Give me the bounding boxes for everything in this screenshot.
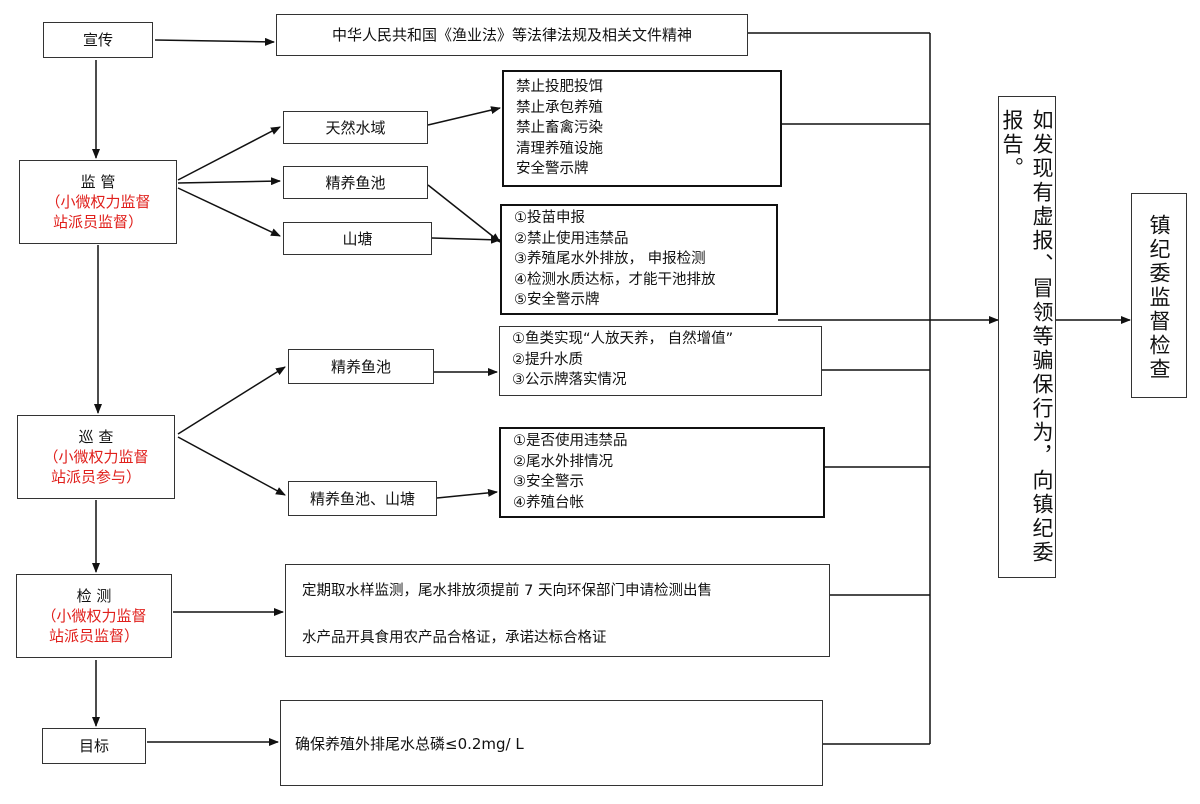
arrow-patrol-to-ponds	[177, 436, 286, 496]
arrow-publicity-to-law	[154, 37, 275, 46]
pond-rule-item: ⑤安全警示牌	[514, 292, 600, 308]
patrol-pond-items-box: ①是否使用违禁品 ②尾水外排情况 ③安全警示 ④养殖台帐	[499, 427, 825, 518]
arrow-supervision-to-mountain	[177, 187, 281, 237]
patrol-note-1: （小微权力监督	[43, 448, 149, 466]
patrol-title: 巡 查	[78, 428, 114, 446]
pond-rule-item: ②禁止使用违禁品	[514, 230, 629, 247]
goal-box: 目标	[42, 728, 146, 764]
arrow-supervision-to-finepond	[177, 177, 281, 186]
report-box: 如发现有虚报、冒领等骗保行为，向镇纪委报告。	[998, 96, 1056, 578]
fine-pond-box: 精养鱼池	[283, 166, 428, 199]
patrol-note-2: 站派员参与）	[50, 468, 141, 486]
natural-rule-item: 安全警示牌	[516, 161, 589, 177]
goal-label: 目标	[78, 737, 109, 755]
patrol-fine-item: ①鱼类实现“人放天养， 自然增值”	[512, 331, 734, 347]
patrol-pond-item: ④养殖台帐	[513, 494, 584, 511]
arrow-natural-to-rules	[427, 106, 501, 126]
goal-text-box: 确保养殖外排尾水总磷≤0.2mg/ L	[280, 700, 823, 786]
supervision-note-2: 站派员监督）	[52, 213, 143, 231]
supervision-note-1: （小微权力监督	[45, 193, 151, 211]
natural-rule-item: 禁止投肥投饵	[516, 79, 603, 95]
testing-title: 检 测	[76, 587, 112, 605]
testing-text-line-2: 水产品开具食用农产品合格证，承诺达标合格证	[302, 630, 607, 646]
testing-box: 检 测 （小微权力监督 站派员监督）	[16, 574, 172, 658]
patrol-fine-pond-box: 精养鱼池	[288, 349, 434, 384]
patrol-pond-item: ①是否使用违禁品	[513, 433, 628, 449]
arrow-mountain-to-rules	[431, 235, 501, 244]
natural-rules-box: 禁止投肥投饵 禁止承包养殖 禁止畜禽污染 清理养殖设施 安全警示牌	[502, 70, 782, 187]
publicity-box: 宣传	[43, 22, 153, 58]
patrol-pond-item: ③安全警示	[513, 474, 584, 490]
mountain-pond-label: 山塘	[342, 229, 373, 248]
arrow-finepond-to-rules	[427, 184, 501, 243]
supervision-box: 监 管 （小微权力监督 站派员监督）	[19, 160, 177, 244]
patrol-fine-pond-label: 精养鱼池	[330, 357, 391, 376]
natural-water-box: 天然水域	[283, 111, 428, 144]
final-text: 镇纪委监督检查	[1147, 214, 1171, 382]
natural-rule-item: 禁止承包养殖	[516, 99, 603, 116]
mountain-pond-box: 山塘	[283, 222, 432, 255]
patrol-box: 巡 查 （小微权力监督 站派员参与）	[17, 415, 175, 499]
goal-text: 确保养殖外排尾水总磷≤0.2mg/ L	[295, 734, 524, 753]
natural-water-label: 天然水域	[325, 118, 386, 137]
supervision-title: 监 管	[80, 173, 116, 191]
patrol-pond-item: ②尾水外排情况	[513, 453, 613, 470]
patrol-fine-item: ②提升水质	[512, 351, 583, 368]
arrow-patrol-ponds-to-items	[436, 488, 498, 499]
final-box: 镇纪委监督检查	[1131, 193, 1187, 398]
arrow-supervision-to-natural	[177, 126, 281, 181]
report-text: 如发现有虚报、冒领等骗保行为，向镇纪委报告。	[1000, 109, 1054, 565]
arrow-patrol-to-finepond	[177, 366, 286, 435]
patrol-fine-items-box: ①鱼类实现“人放天养， 自然增值” ②提升水质 ③公示牌落实情况	[499, 326, 822, 396]
publicity-label: 宣传	[82, 31, 113, 49]
law-box: 中华人民共和国《渔业法》等法律法规及相关文件精神	[276, 14, 748, 56]
testing-note-1: （小微权力监督	[41, 607, 147, 625]
fine-pond-label: 精养鱼池	[325, 173, 386, 192]
pond-rule-item: ①投苗申报	[514, 210, 585, 226]
patrol-ponds-box: 精养鱼池、山塘	[288, 481, 437, 516]
law-text: 中华人民共和国《渔业法》等法律法规及相关文件精神	[331, 26, 692, 44]
pond-rule-item: ④检测水质达标，才能干池排放	[514, 271, 716, 288]
natural-rule-item: 清理养殖设施	[516, 140, 603, 157]
patrol-fine-item: ③公示牌落实情况	[512, 372, 627, 388]
pond-rule-item: ③养殖尾水外排放， 申报检测	[514, 251, 706, 267]
natural-rule-item: 禁止畜禽污染	[516, 120, 603, 136]
pond-rules-box: ①投苗申报 ②禁止使用违禁品 ③养殖尾水外排放， 申报检测 ④检测水质达标，才能…	[500, 204, 778, 315]
testing-text-line-1: 定期取水样监测，尾水排放须提前 7 天向环保部门申请检测出售	[302, 583, 712, 599]
testing-note-2: 站派员监督）	[48, 627, 139, 645]
patrol-ponds-label: 精养鱼池、山塘	[309, 489, 415, 508]
testing-text-box: 定期取水样监测，尾水排放须提前 7 天向环保部门申请检测出售 水产品开具食用农产…	[285, 564, 830, 657]
